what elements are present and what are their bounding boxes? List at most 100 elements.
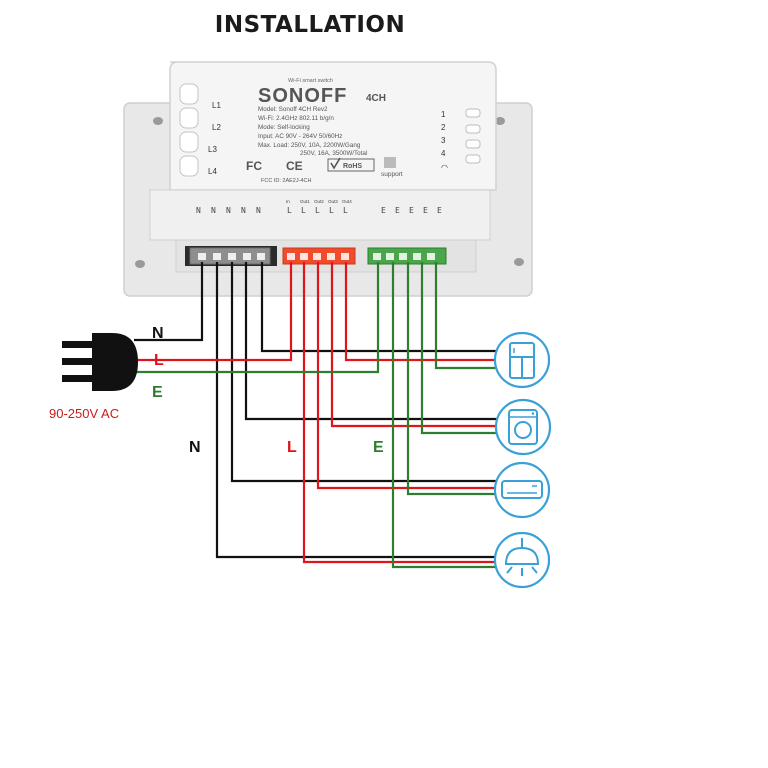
terminal-labels-neutral: N N N N N [196, 206, 261, 215]
spec-line: 250V, 16A, 3500W/Total [300, 150, 367, 157]
washing-machine-icon [494, 398, 552, 456]
ceiling-lamp-icon [493, 531, 551, 589]
neutral-wire-2 [244, 262, 497, 421]
qr-code-icon [384, 157, 396, 168]
spec-line: Mode: Self-locking [258, 124, 310, 131]
indicator-label-1: 1 [441, 110, 446, 119]
device-front-face [149, 189, 491, 241]
led-3 [465, 139, 481, 149]
sonoff-4ch-device: L1 L2 L3 L4 Wi-Fi smart switch SONOFF 4C… [123, 61, 533, 297]
earth-wire-1 [434, 262, 497, 370]
terminal-glyph: E [437, 206, 442, 215]
terminal-glyph: L [315, 206, 320, 215]
indicator-label-l3: L3 [208, 145, 217, 154]
fcc-id: FCC ID: 2AE2J-4CH [261, 178, 311, 184]
terminal-holes [198, 253, 435, 260]
rohs-mark: RoHS [343, 163, 362, 170]
indicator-label-l2: L2 [212, 123, 221, 132]
spec-line: Input: AC 90V - 264V 50/60Hz [258, 133, 342, 140]
spec-line: Wi-Fi: 2.4GHz 802.11 b/g/n [258, 115, 334, 122]
indicator-label-l1: L1 [212, 101, 221, 110]
indicator-label-3: 3 [441, 136, 446, 145]
terminal-glyph: E [423, 206, 428, 215]
device-spec-lines: Model: Sonoff 4CH Rev2 Wi-Fi: 2.4GHz 802… [258, 106, 367, 157]
refrigerator-icon [493, 331, 551, 389]
terminal-glyph: L [343, 206, 348, 215]
mount-hole-icon [135, 260, 145, 268]
terminal-glyph: L [329, 206, 334, 215]
wifi-indicator-icon: ◠ [441, 163, 448, 172]
checkmark-icon [330, 157, 341, 170]
mount-hole-icon [153, 117, 163, 125]
earth-wire-4 [391, 262, 497, 569]
terminal-labels-live-top: In Out1 Out2 Out3 Out4 [286, 199, 352, 204]
terminal-labels-earth: E E E E E [381, 206, 442, 215]
terminal-labels-live: L L L L L [287, 206, 348, 215]
wires [134, 262, 497, 569]
led-1 [465, 108, 481, 118]
diagram-title: INSTALLATION [214, 12, 406, 38]
wire-group-label-live: L [287, 439, 297, 456]
live-wire-3 [316, 262, 497, 490]
device-brand: SONOFF [258, 85, 347, 107]
power-plug-icon [62, 333, 138, 391]
rohs-mark-box [327, 158, 375, 172]
live-supply-wire [134, 262, 293, 362]
spec-line: Model: Sonoff 4CH Rev2 [258, 106, 328, 113]
led-4 [465, 154, 481, 164]
terminal-glyph: L [287, 206, 292, 215]
live-wire-4 [302, 262, 497, 564]
indicator-label-l4: L4 [208, 167, 217, 176]
earth-wires [134, 262, 497, 569]
indicator-label-2: 2 [441, 123, 446, 132]
indicator-label-4: 4 [441, 149, 446, 158]
terminal-glyph: L [301, 206, 306, 215]
air-conditioner-icon [493, 461, 551, 519]
terminal-glyph: N [241, 206, 246, 215]
earth-wire-3 [406, 262, 497, 496]
mount-hole-icon [495, 117, 505, 125]
terminal-top-label: In [286, 199, 290, 204]
earth-supply-wire [134, 262, 380, 374]
status-leds [465, 108, 481, 164]
terminal-glyph: N [226, 206, 231, 215]
live-wire-2 [330, 262, 497, 428]
device-tagline: Wi-Fi smart switch [288, 78, 333, 84]
channel-buttons [179, 83, 199, 177]
ce-mark: CE [286, 159, 303, 173]
device-model-suffix: 4CH [366, 93, 386, 104]
plug-label-live: L [154, 352, 164, 369]
power-voltage-label: 90-250V AC [49, 406, 119, 421]
neutral-wire-1 [260, 262, 497, 353]
plug-label-earth: E [152, 384, 163, 401]
spec-line: Max. Load: 250V, 10A, 2200W/Gang [258, 142, 361, 149]
channel-button-1[interactable] [179, 83, 199, 105]
terminal-glyph: N [211, 206, 216, 215]
neutral-wire-4 [215, 262, 497, 559]
terminal-top-label: Out2 [314, 199, 324, 204]
appliances [493, 331, 552, 589]
terminal-glyph: N [196, 206, 201, 215]
terminal-glyph: E [395, 206, 400, 215]
support-mark: support [381, 171, 403, 178]
channel-button-2[interactable] [179, 107, 199, 129]
terminal-top-label: Out4 [342, 199, 352, 204]
neutral-supply-wire [134, 262, 204, 342]
neutral-wires [134, 262, 497, 559]
wire-group-label-earth: E [373, 439, 384, 456]
mount-hole-icon [514, 258, 524, 266]
earth-wire-2 [420, 262, 497, 435]
terminal-glyph: E [409, 206, 414, 215]
live-wire-1 [344, 262, 497, 362]
terminal-glyph: E [381, 206, 386, 215]
terminal-glyph: N [256, 206, 261, 215]
live-wires [134, 262, 497, 564]
terminal-top-label: Out3 [328, 199, 338, 204]
channel-button-4[interactable] [179, 155, 199, 177]
channel-button-3[interactable] [179, 131, 199, 153]
wire-group-label-neutral: N [189, 439, 201, 456]
led-2 [465, 124, 481, 134]
fcc-mark: FC [246, 159, 262, 173]
terminal-top-label: Out1 [300, 199, 310, 204]
